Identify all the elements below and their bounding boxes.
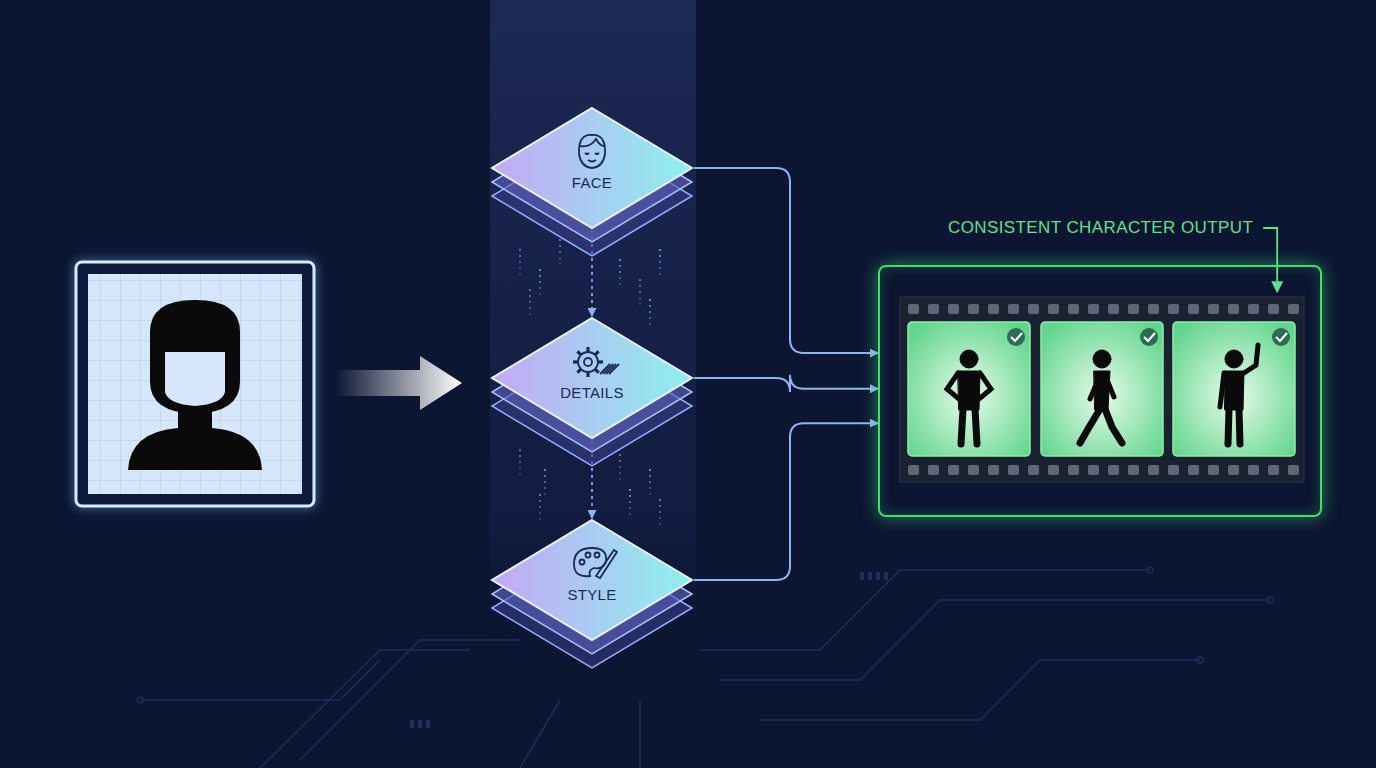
feature-diamond: FACE	[490, 106, 694, 230]
feature-diamond: STYLE	[490, 518, 694, 642]
feature-label: DETAILS	[490, 384, 694, 401]
panel-shape	[880, 267, 1319, 514]
glow-column	[490, 0, 696, 660]
character-figure	[1220, 345, 1258, 444]
palette-icon	[574, 548, 617, 578]
input-image	[76, 262, 314, 506]
flow-connector	[694, 375, 878, 392]
output-panel: CONSISTENT CHARACTER OUTPUT	[878, 265, 1322, 517]
circuit-traces	[137, 567, 1273, 768]
film-strip	[900, 297, 1304, 482]
feature-diamond: DETAILS	[490, 316, 694, 440]
diamond-shape	[490, 106, 694, 230]
diamond-shape	[490, 316, 694, 440]
flow-connector	[694, 168, 878, 353]
character-figure	[1080, 350, 1122, 443]
output-heading: CONSISTENT CHARACTER OUTPUT	[948, 218, 1253, 238]
flow-connector	[694, 423, 878, 580]
leader-line	[1263, 228, 1277, 292]
face-icon	[579, 135, 605, 168]
feature-label: STYLE	[490, 586, 694, 603]
character-figure	[947, 350, 991, 444]
input-arrow	[335, 356, 462, 410]
diamond-shape	[490, 518, 694, 642]
feature-label: FACE	[490, 174, 694, 191]
gear-icon	[573, 347, 619, 377]
